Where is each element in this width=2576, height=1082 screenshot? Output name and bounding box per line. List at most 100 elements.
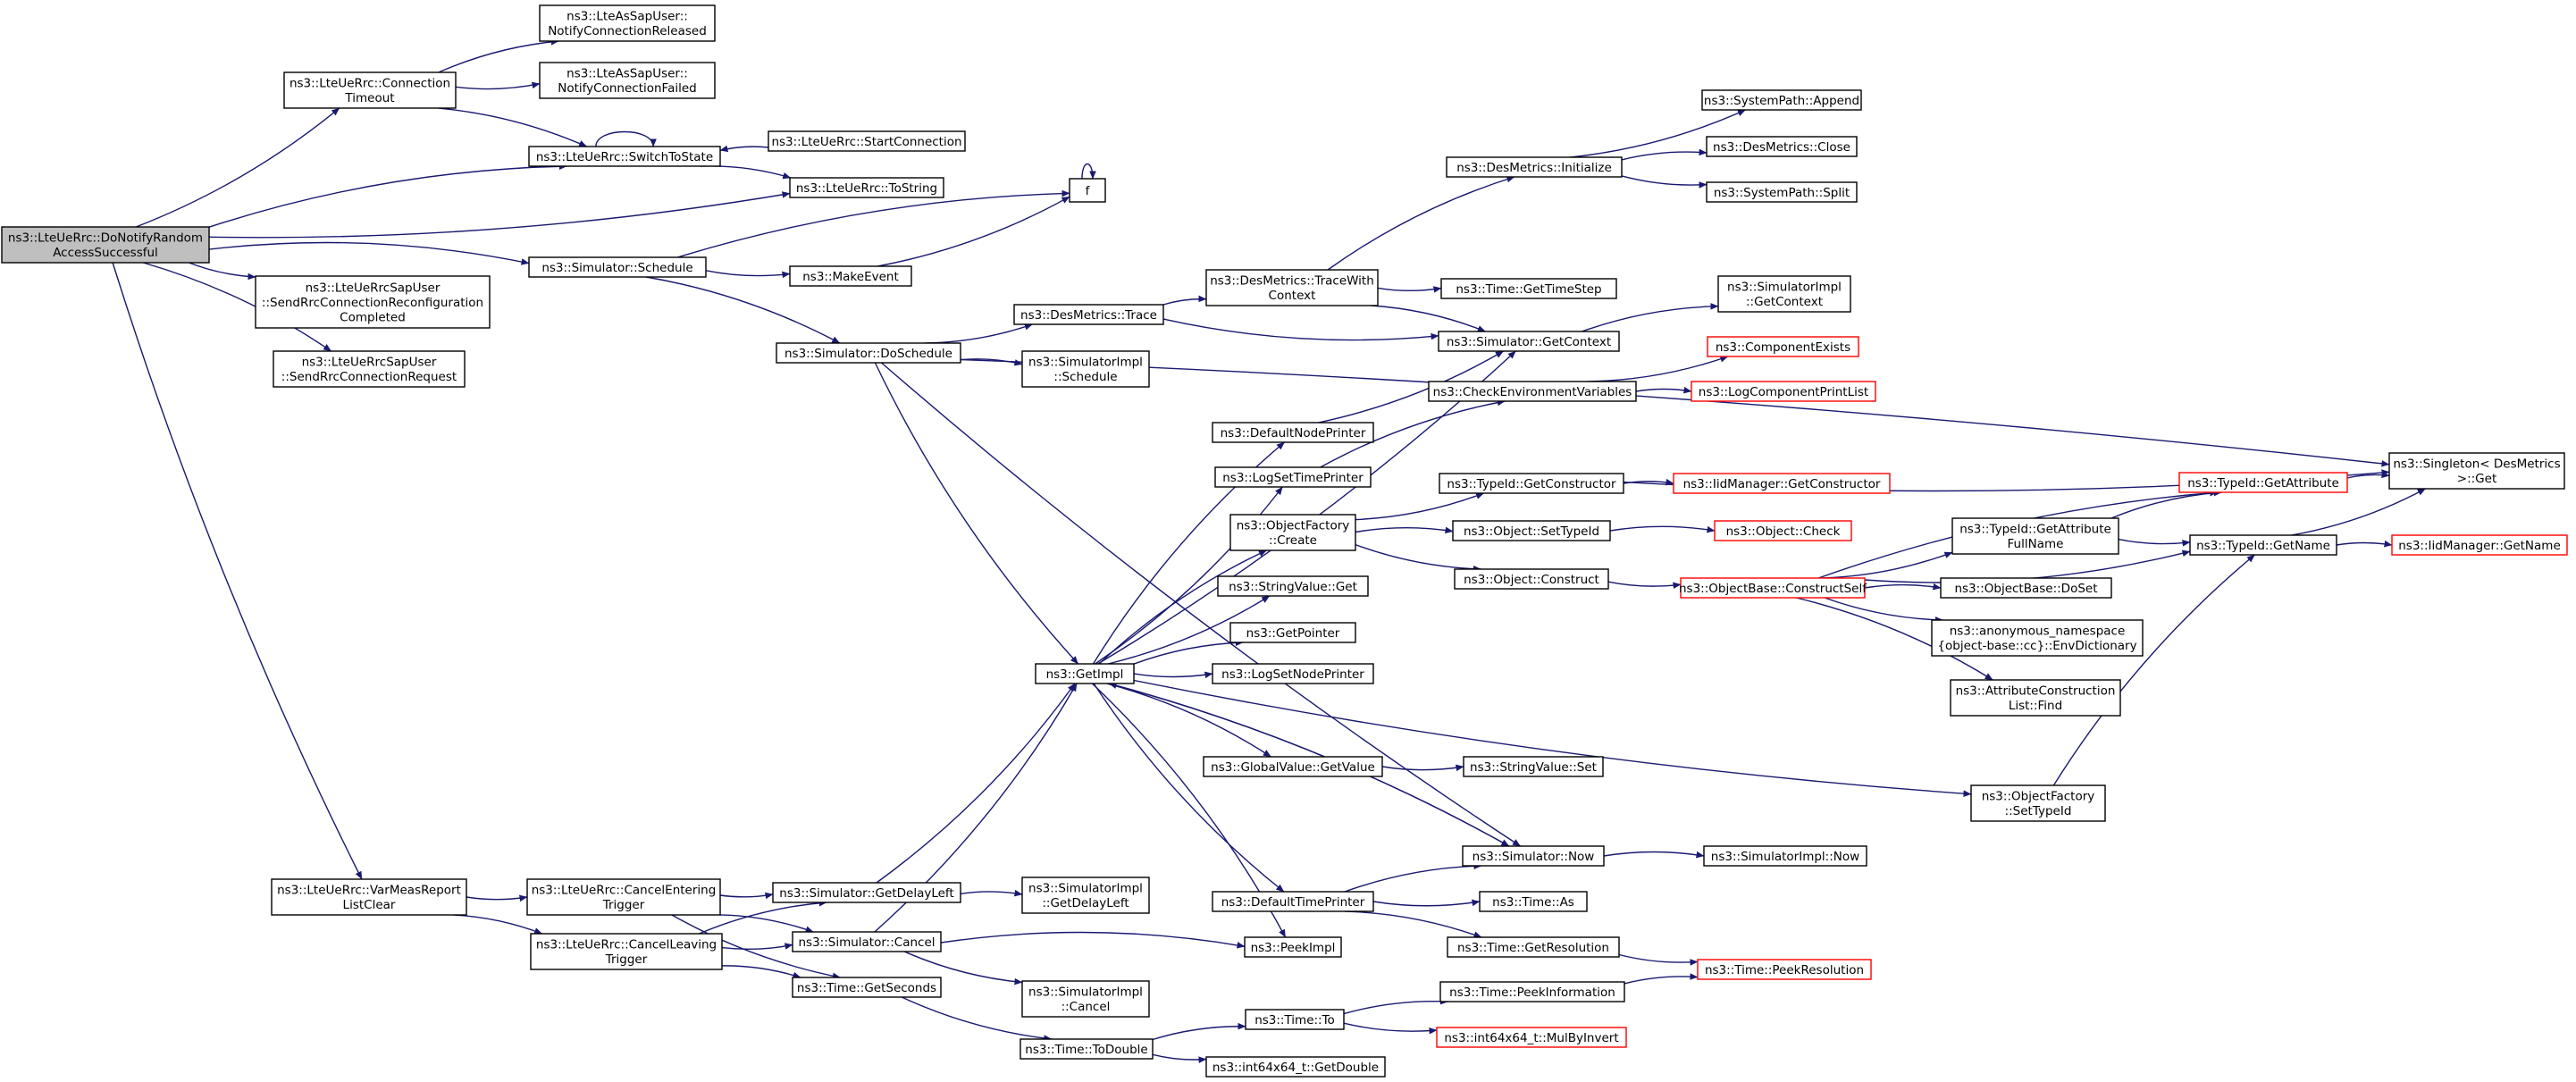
node-label: ns3::LteUeRrc::Connection xyxy=(289,77,450,91)
node-label: ns3::Object::Construct xyxy=(1464,573,1599,587)
node-log-set-time-printer[interactable]: ns3::LogSetTimePrinter xyxy=(1214,466,1372,488)
node-sim-now[interactable]: ns3::Simulator::Now xyxy=(1462,845,1605,867)
node-simimpl-now[interactable]: ns3::SimulatorImpl::Now xyxy=(1703,845,1867,867)
node-anon-envdict[interactable]: ns3::anonymous_namespace{object-base::cc… xyxy=(1931,619,2144,657)
node-time-peekresolution[interactable]: ns3::Time::PeekResolution xyxy=(1697,959,1872,980)
node-label: ns3::AttributeConstruction xyxy=(1956,684,2116,699)
node-do-schedule[interactable]: ns3::Simulator::DoSchedule xyxy=(776,342,961,364)
node-singleton-get[interactable]: ns3::Singleton< DesMetrics>::Get xyxy=(2388,452,2565,490)
node-get-pointer[interactable]: ns3::GetPointer xyxy=(1229,622,1356,643)
node-stringvalue-set[interactable]: ns3::StringValue::Set xyxy=(1463,756,1604,777)
node-time-as[interactable]: ns3::Time::As xyxy=(1479,891,1588,912)
node-switch-state[interactable]: ns3::LteUeRrc::SwitchToState xyxy=(528,146,721,167)
node-sim-schedule[interactable]: ns3::Simulator::Schedule xyxy=(528,256,707,278)
node-peek-impl[interactable]: ns3::PeekImpl xyxy=(1244,936,1342,958)
node-sim-cancel[interactable]: ns3::Simulator::Cancel xyxy=(792,931,942,952)
node-sim-getdelayleft[interactable]: ns3::Simulator::GetDelayLeft xyxy=(772,882,961,903)
node-make-event[interactable]: ns3::MakeEvent xyxy=(789,265,912,287)
call-edge-globalvalue_getvalue-to-stringvalue_set xyxy=(1381,764,1464,772)
node-obj-settypeid[interactable]: ns3::Object::SetTypeId xyxy=(1452,520,1611,541)
call-edge-dm_tracewith-to-dm_initialize xyxy=(1327,175,1515,271)
node-label: ::SetTypeId xyxy=(2005,804,2072,818)
node-time-to[interactable]: ns3::Time::To xyxy=(1245,1009,1345,1030)
node-iid-getctor[interactable]: ns3::IidManager::GetConstructor xyxy=(1673,473,1891,494)
node-box xyxy=(789,177,944,198)
node-box xyxy=(1706,136,1858,157)
node-int64-getdouble[interactable]: ns3::int64x64_t::GetDouble xyxy=(1205,1056,1386,1078)
node-box xyxy=(1673,473,1891,494)
call-edge-root-to-conn_request xyxy=(143,262,331,352)
node-objbase-doset[interactable]: ns3::ObjectBase::DoSet xyxy=(1940,577,2112,599)
node-reconf-completed[interactable]: ns3::LteUeRrcSapUser::SendRrcConnectionR… xyxy=(255,275,491,329)
node-sp-split[interactable]: ns3::SystemPath::Split xyxy=(1706,181,1858,203)
node-label: ns3::Time::To xyxy=(1254,1013,1335,1027)
node-simimpl-cancel[interactable]: ns3::SimulatorImpl::Cancel xyxy=(1021,980,1150,1018)
node-default-time-printer[interactable]: ns3::DefaultTimePrinter xyxy=(1212,891,1374,912)
node-typeid-getctor[interactable]: ns3::TypeId::GetConstructor xyxy=(1439,473,1624,494)
node-globalvalue-getvalue[interactable]: ns3::GlobalValue::GetValue xyxy=(1203,756,1383,777)
node-label: ns3::Time::As xyxy=(1492,895,1574,910)
node-default-node-printer[interactable]: ns3::DefaultNodePrinter xyxy=(1212,422,1374,443)
node-simimpl-getdelayleft[interactable]: ns3::SimulatorImpl::GetDelayLeft xyxy=(1021,877,1150,914)
node-label: ns3::SimulatorImpl xyxy=(1028,986,1143,1000)
node-obj-construct[interactable]: ns3::Object::Construct xyxy=(1454,568,1609,590)
node-dm-close[interactable]: ns3::DesMetrics::Close xyxy=(1706,136,1858,157)
node-time-getresolution[interactable]: ns3::Time::GetResolution xyxy=(1447,936,1620,958)
node-typeid-getattr[interactable]: ns3::TypeId::GetAttribute xyxy=(2178,472,2348,493)
call-edge-root-to-conn_timeout xyxy=(135,107,340,228)
node-to-string[interactable]: ns3::LteUeRrc::ToString xyxy=(789,177,944,198)
node-objfactory-settypeid[interactable]: ns3::ObjectFactory::SetTypeId xyxy=(1970,784,2106,822)
node-iid-getname[interactable]: ns3::IidManager::GetName xyxy=(2391,534,2568,556)
call-edge-varmeas_clear-to-cancel_entering xyxy=(466,894,528,902)
node-sim-getcontext[interactable]: ns3::Simulator::GetContext xyxy=(1438,331,1620,352)
node-stringvalue-get[interactable]: ns3::StringValue::Get xyxy=(1217,575,1369,597)
node-box xyxy=(1697,959,1872,980)
node-conn-request[interactable]: ns3::LteUeRrcSapUser::SendRrcConnectionR… xyxy=(273,350,466,388)
node-simimpl-getcontext[interactable]: ns3::SimulatorImpl::GetContext xyxy=(1717,275,1851,313)
node-log-comp-print[interactable]: ns3::LogComponentPrintList xyxy=(1691,381,1876,402)
node-start-conn[interactable]: ns3::LteUeRrc::StartConnection xyxy=(768,130,966,152)
node-objfactory-create[interactable]: ns3::ObjectFactory::Create xyxy=(1229,514,1356,551)
node-log-set-node-printer[interactable]: ns3::LogSetNodePrinter xyxy=(1212,663,1374,684)
call-edge-conn_timeout-to-asap_released xyxy=(438,38,559,73)
node-time-peekinfo[interactable]: ns3::Time::PeekInformation xyxy=(1439,981,1625,1002)
node-asap-released[interactable]: ns3::LteAsSapUser::NotifyConnectionRelea… xyxy=(539,4,716,42)
node-dm-initialize[interactable]: ns3::DesMetrics::Initialize xyxy=(1446,156,1623,178)
node-mulbyinvert[interactable]: ns3::int64x64_t::MulByInvert xyxy=(1436,1027,1627,1048)
call-edge-sim_schedule-to-do_schedule xyxy=(646,276,841,344)
node-f[interactable]: f xyxy=(1069,178,1106,203)
node-dm-trace[interactable]: ns3::DesMetrics::Trace xyxy=(1013,304,1164,325)
node-time-getseconds[interactable]: ns3::Time::GetSeconds xyxy=(792,977,942,998)
node-sp-append[interactable]: ns3::SystemPath::Append xyxy=(1701,89,1862,111)
node-box xyxy=(1439,981,1625,1002)
node-label: ns3::LteUeRrc::SwitchToState xyxy=(536,150,713,164)
node-label: ::Create xyxy=(1269,533,1317,548)
node-comp-exists[interactable]: ns3::ComponentExists xyxy=(1707,336,1859,357)
node-label: ns3::Simulator::GetContext xyxy=(1447,335,1611,349)
node-root[interactable]: ns3::LteUeRrc::DoNotifyRandomAccessSucce… xyxy=(1,226,210,264)
node-time-gettimestep[interactable]: ns3::Time::GetTimeStep xyxy=(1440,278,1617,299)
node-label: FullName xyxy=(2008,537,2064,551)
node-obj-check[interactable]: ns3::Object::Check xyxy=(1714,520,1852,541)
call-edge-typeid_getattrfull-to-typeid_getattr xyxy=(2110,489,2222,519)
call-edge-cancel_leaving-to-time_getseconds xyxy=(721,965,801,979)
node-time-todouble[interactable]: ns3::Time::ToDouble xyxy=(1019,1038,1154,1060)
node-typeid-getname[interactable]: ns3::TypeId::GetName xyxy=(2189,534,2337,556)
call-edge-get_impl-to-log_set_time_printer xyxy=(1095,486,1283,665)
node-check-env[interactable]: ns3::CheckEnvironmentVariables xyxy=(1428,381,1637,402)
node-asap-failed[interactable]: ns3::LteAsSapUser::NotifyConnectionFaile… xyxy=(539,62,716,99)
node-get-impl[interactable]: ns3::GetImpl xyxy=(1035,663,1135,684)
node-objbase-constructself[interactable]: ns3::ObjectBase::ConstructSelf xyxy=(1679,577,1867,599)
call-edge-get_impl-to-stringvalue_get xyxy=(1108,595,1271,665)
node-box xyxy=(1203,756,1383,777)
node-box xyxy=(1013,304,1164,325)
node-box xyxy=(1447,936,1620,958)
node-simimpl-schedule[interactable]: ns3::SimulatorImpl::Schedule xyxy=(1021,350,1150,388)
